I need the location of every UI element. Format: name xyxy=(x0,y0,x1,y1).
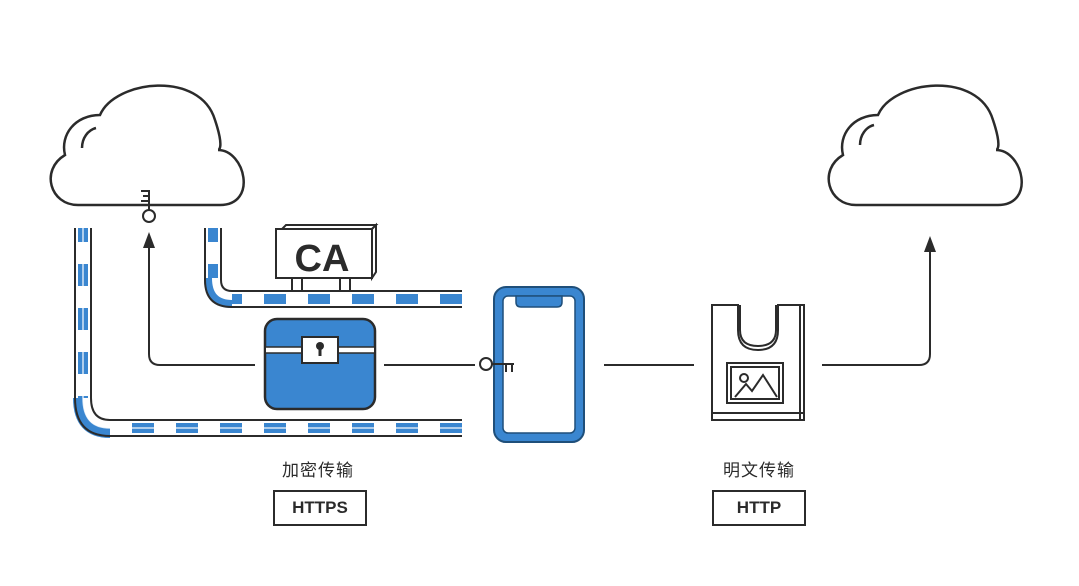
encrypted-transfer-caption: 加密传输 xyxy=(282,461,354,481)
ca-certificate-sign xyxy=(275,222,379,292)
key-icon-left xyxy=(141,190,156,223)
encrypted-tunnel-inner xyxy=(204,228,462,308)
key-icon-phone xyxy=(479,357,514,372)
plaintext-packet-icon xyxy=(711,304,805,421)
https-badge: HTTPS xyxy=(273,490,367,526)
arrow-to-left-cloud xyxy=(143,232,255,366)
cloud-icon-left xyxy=(49,84,245,207)
encrypted-tunnel-outer xyxy=(73,228,462,438)
arrow-to-right-cloud xyxy=(822,236,936,366)
phone-icon xyxy=(493,286,585,443)
http-badge: HTTP xyxy=(712,490,806,526)
ca-label: CA xyxy=(295,238,350,280)
locked-chest-icon xyxy=(263,317,377,411)
plaintext-transfer-caption: 明文传输 xyxy=(723,461,795,481)
cloud-icon-right xyxy=(827,84,1023,207)
